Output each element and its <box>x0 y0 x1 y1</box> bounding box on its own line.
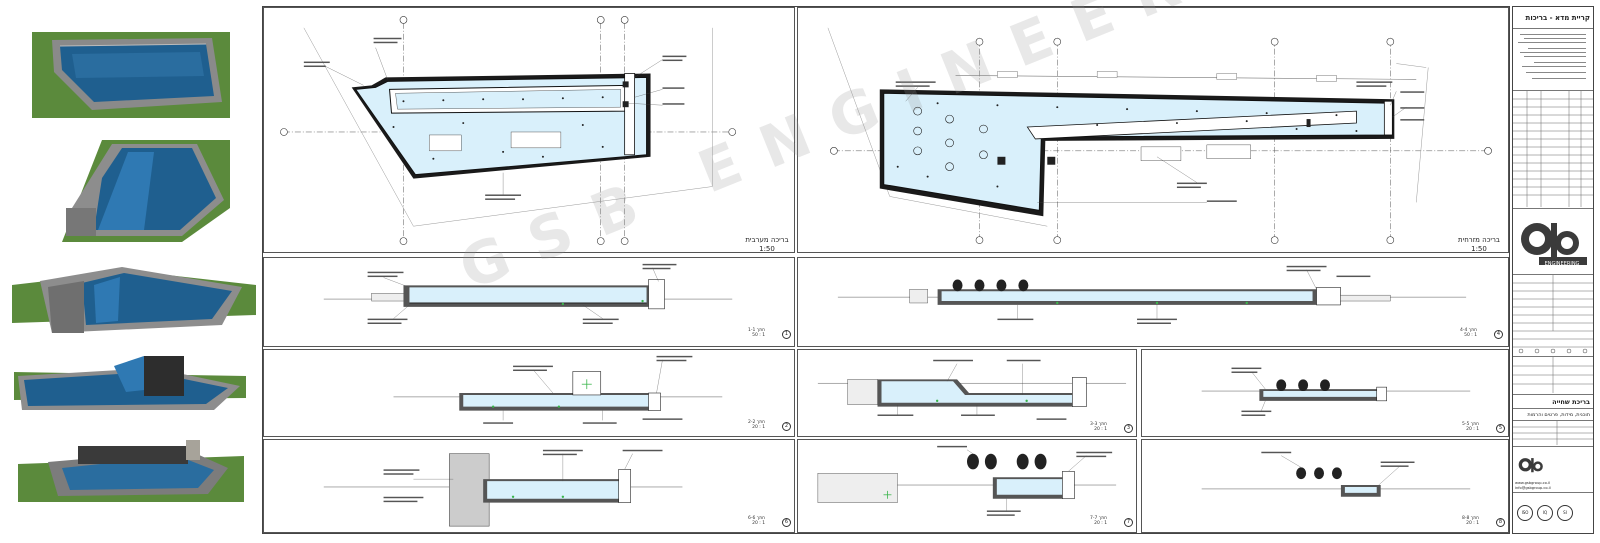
section-4-4-scale: 1 : 50 <box>1464 333 1478 338</box>
quality-badge-icon: IQ <box>1537 505 1553 521</box>
drawing-subtitle: תוכנית, מידות, פרטים והרמות <box>1513 409 1593 421</box>
revision-table <box>1513 91 1593 209</box>
section-7-7: 7 חתך 7-7 1 : 20 <box>797 439 1137 533</box>
east-pool-scale: 1:50 <box>1471 245 1487 253</box>
section-4-4-label: חתך 4-4 1 : 50 <box>1460 328 1477 338</box>
section-5-5-title: חתך 5-5 <box>1462 422 1480 427</box>
section-7-7-label: חתך 7-7 1 : 20 <box>1090 516 1107 526</box>
section-1-1-marker: 1 <box>782 330 791 339</box>
section-7-7-scale: 1 : 20 <box>1094 521 1108 526</box>
render-view-1 <box>32 32 230 118</box>
revision-grid <box>1513 91 1593 207</box>
render-view-2 <box>32 138 230 242</box>
section-1-1-scale: 1 : 50 <box>752 333 766 338</box>
plan-west-pool: בריכה מערבית 1:50 <box>263 7 795 253</box>
sheet-info-grid <box>1513 421 1593 445</box>
sheet-info-rows <box>1513 421 1593 447</box>
section-2-2-title: חתך 2-2 <box>748 420 766 425</box>
company-website: www.gsbgroup.co.il <box>1515 481 1550 485</box>
section-2-2: 2 חתך 2-2 1 : 20 <box>263 349 795 437</box>
certification-badge-icon: SI <box>1557 505 1573 521</box>
approval-table <box>1513 275 1593 357</box>
gsb-logo <box>1521 223 1587 265</box>
section-7-7-title: חתך 7-7 <box>1090 516 1108 521</box>
section-8-8: 8 חתך 8-8 1 : 20 <box>1141 439 1509 533</box>
section-7-7-marker: 7 <box>1124 518 1133 527</box>
section-4-4-marker: 4 <box>1494 330 1503 339</box>
render-view-4 <box>14 352 246 414</box>
section-6-6-scale: 1 : 20 <box>752 521 766 526</box>
west-pool-plan-title: בריכה מערבית 1:50 <box>742 236 792 253</box>
info-grid <box>1513 357 1593 393</box>
plan-east-pool: בריכה מזרחית 1:50 <box>797 7 1509 253</box>
section-3-3-scale: 1 : 20 <box>1094 427 1108 432</box>
render-column <box>0 0 262 543</box>
section-8-8-scale: 1 : 20 <box>1466 521 1480 526</box>
section-5-5-scale: 1 : 20 <box>1466 427 1480 432</box>
notes-lines <box>1518 34 1586 79</box>
project-title: קריית מדא - בריכות נוי <box>1513 7 1593 29</box>
section-2-2-label: חתך 2-2 1 : 20 <box>748 420 765 430</box>
section-6-6-label: חתך 6-6 1 : 20 <box>748 516 765 526</box>
info-rows <box>1513 357 1593 395</box>
company-block: www.gsbgroup.co.il info@gsbgroup.co.il <box>1513 447 1593 493</box>
title-block: קריית מדא - בריכות נוי ENGINEERING <box>1512 6 1594 534</box>
west-pool-name: בריכה מערבית <box>745 236 789 244</box>
section-1-1-label: חתך 1-1 1 : 50 <box>748 328 765 338</box>
render-view-3 <box>12 263 256 335</box>
section-1-1: 1 חתך 1-1 1 : 50 <box>263 257 795 347</box>
east-pool-name: בריכה מזרחית <box>1458 236 1500 244</box>
drawing-title: בריכת שחייה <box>1513 395 1593 409</box>
render-view-5 <box>18 438 244 502</box>
section-8-8-label: חתך 8-8 1 : 20 <box>1462 516 1479 526</box>
approval-grid <box>1513 275 1593 354</box>
section-3-3-label: חתך 3-3 1 : 20 <box>1090 422 1107 432</box>
section-6-6-title: חתך 6-6 <box>748 516 766 521</box>
section-8-8-title: חתך 8-8 <box>1462 516 1480 521</box>
section-5-5-marker: 5 <box>1496 424 1505 433</box>
notes-block <box>1513 29 1593 91</box>
section-3-3-title: חתך 3-3 <box>1090 422 1108 427</box>
certifications: ISO IQ SI <box>1513 493 1593 533</box>
section-4-4-title: חתך 4-4 <box>1460 328 1478 333</box>
company-email: info@gsbgroup.co.il <box>1515 486 1551 490</box>
east-pool-plan-title: בריכה מזרחית 1:50 <box>1452 236 1506 253</box>
section-8-8-marker: 8 <box>1496 518 1505 527</box>
section-2-2-scale: 1 : 20 <box>752 425 766 430</box>
section-4-4: 4 חתך 4-4 1 : 50 <box>797 257 1509 347</box>
section-5-5: 5 חתך 5-5 1 : 20 <box>1141 349 1509 437</box>
iso-badge-icon: ISO <box>1517 505 1533 521</box>
section-5-5-label: חתך 5-5 1 : 20 <box>1462 422 1479 432</box>
section-6-6-marker: 6 <box>782 518 791 527</box>
west-pool-scale: 1:50 <box>759 245 775 253</box>
drawing-sheet: בריכה מערבית 1:50 <box>262 6 1510 534</box>
section-2-2-marker: 2 <box>782 422 791 431</box>
logo-block: ENGINEERING <box>1513 209 1593 275</box>
logo-caption: ENGINEERING <box>1544 261 1580 267</box>
section-1-1-title: חתך 1-1 <box>748 328 766 333</box>
section-3-3: 3 חתך 3-3 1 : 20 <box>797 349 1137 437</box>
section-6-6: 6 חתך 6-6 1 : 20 <box>263 439 795 533</box>
gsb-logo-small <box>1518 458 1543 473</box>
section-3-3-marker: 3 <box>1124 424 1133 433</box>
